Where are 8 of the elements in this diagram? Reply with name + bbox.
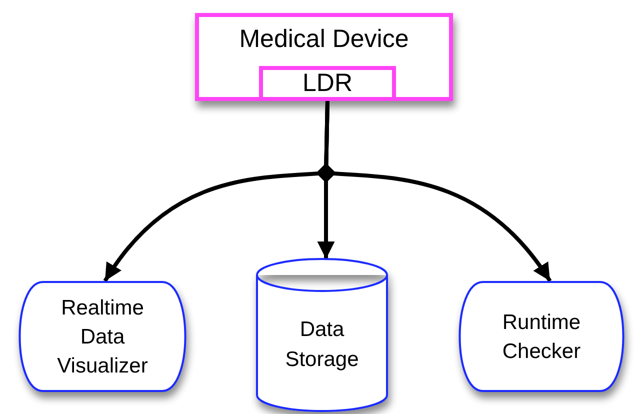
arrow xyxy=(324,100,552,282)
node-label: Realtime Data Visualizer xyxy=(56,295,149,379)
node-label: LDR xyxy=(301,69,354,98)
node-label: Runtime Checker xyxy=(501,310,582,364)
storage-cylinder xyxy=(256,259,388,411)
node-label: Medical Device xyxy=(238,25,410,54)
node-label: Data Storage xyxy=(284,317,360,373)
device-box xyxy=(195,13,453,101)
